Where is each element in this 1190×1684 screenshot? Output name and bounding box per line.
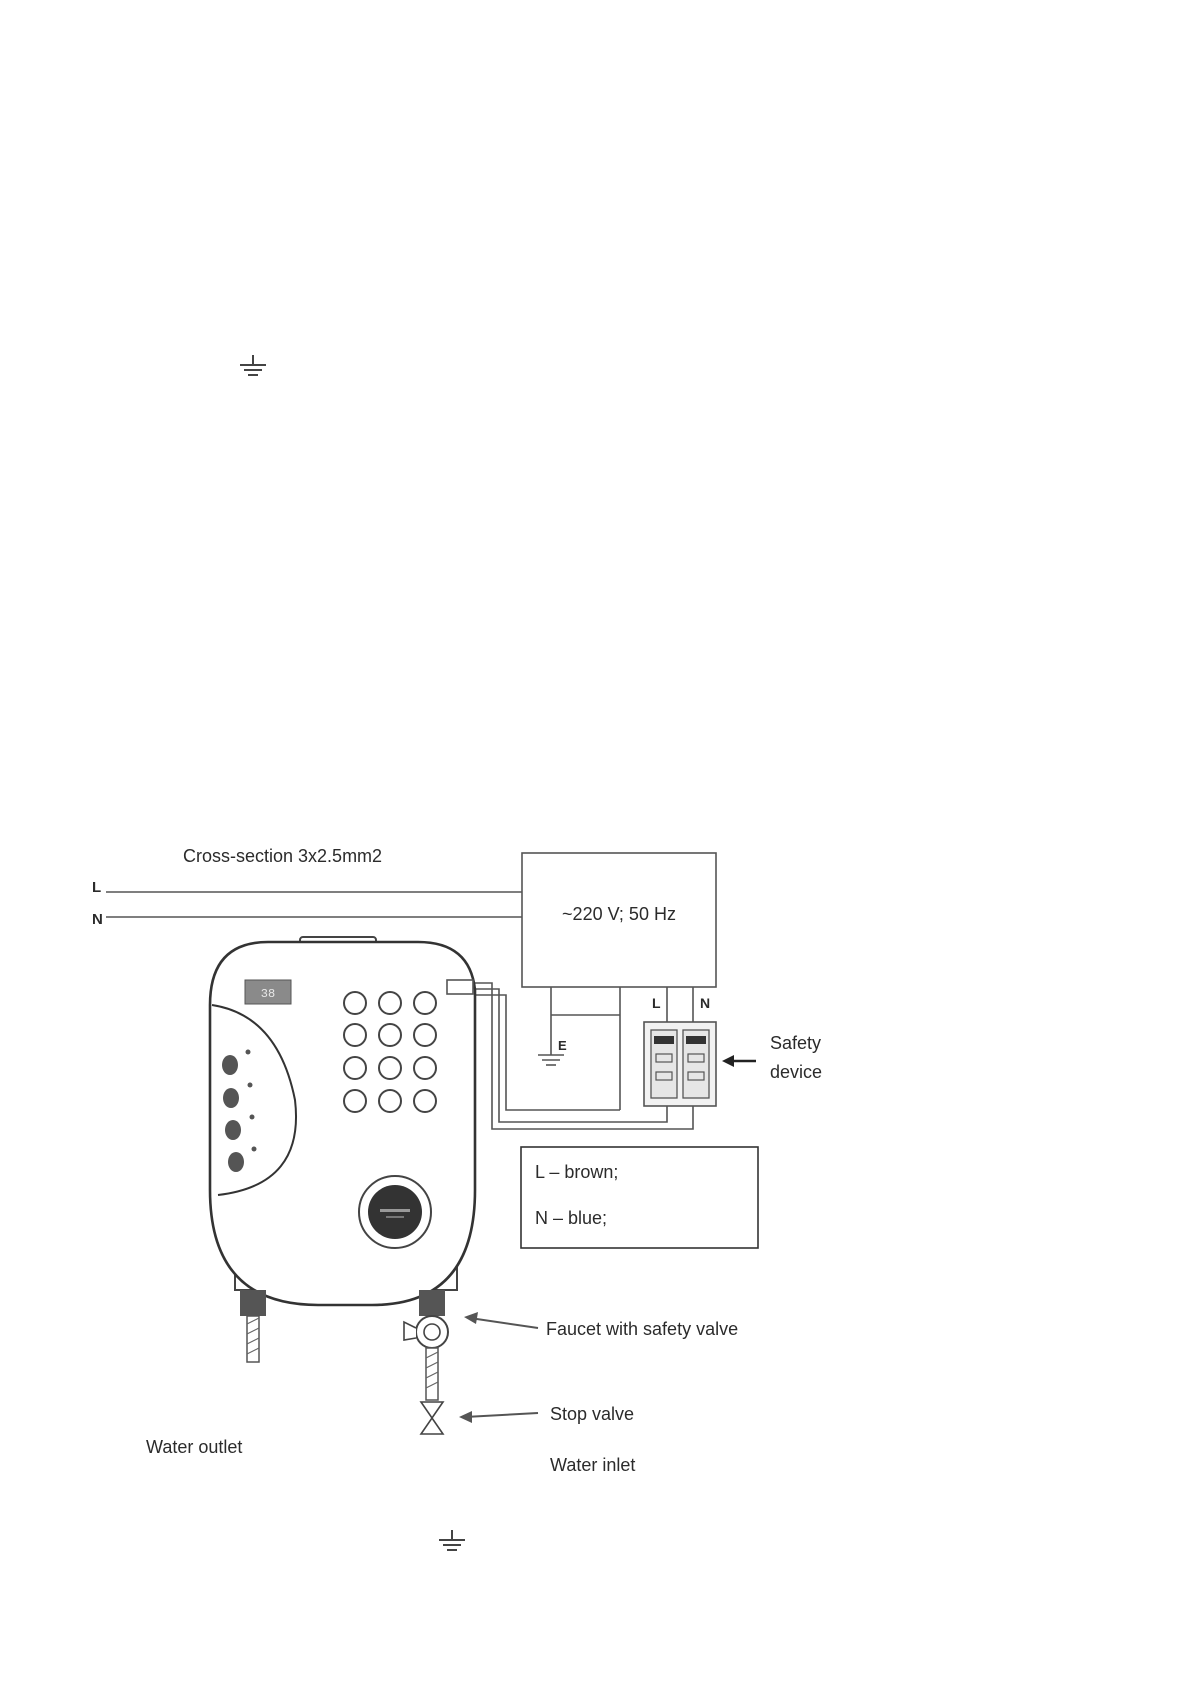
safety-device-breaker xyxy=(644,1022,716,1106)
water-inlet-label: Water inlet xyxy=(550,1455,635,1475)
breaker-l-label: L xyxy=(652,995,661,1011)
control-knob xyxy=(359,1176,431,1248)
water-outlet-pipe xyxy=(240,1290,266,1362)
line-n-label: N xyxy=(92,911,103,928)
ground-e-label: E xyxy=(558,1038,567,1053)
safety-device-label-line2: device xyxy=(770,1062,822,1082)
legend-brown: L – brown; xyxy=(535,1162,618,1182)
faucet-label: Faucet with safety valve xyxy=(546,1319,738,1339)
faucet-safety-valve xyxy=(404,1316,448,1348)
stop-valve-label: Stop valve xyxy=(550,1404,634,1424)
cable-gland xyxy=(447,980,473,994)
temperature-display-value: 38 xyxy=(261,987,275,1001)
legend-blue: N – blue; xyxy=(535,1208,607,1228)
power-supply-label: ~220 V; 50 Hz xyxy=(562,904,676,924)
safety-device-label-line1: Safety xyxy=(770,1033,821,1053)
arrow-left-icon xyxy=(722,1055,756,1067)
stop-valve-icon xyxy=(421,1402,443,1434)
water-outlet-label: Water outlet xyxy=(146,1437,242,1457)
water-inlet-pipe xyxy=(404,1290,448,1434)
ground-symbol-icon xyxy=(240,355,266,375)
breaker-n-label: N xyxy=(700,995,710,1011)
cable-cross-section-label: Cross-section 3x2.5mm2 xyxy=(183,846,382,866)
arrow-to-faucet-icon xyxy=(464,1312,538,1328)
line-l-label: L xyxy=(92,879,101,896)
water-heater: 38 xyxy=(210,937,475,1305)
ground-symbol-icon xyxy=(439,1530,465,1550)
arrow-to-stop-valve-icon xyxy=(459,1411,538,1423)
